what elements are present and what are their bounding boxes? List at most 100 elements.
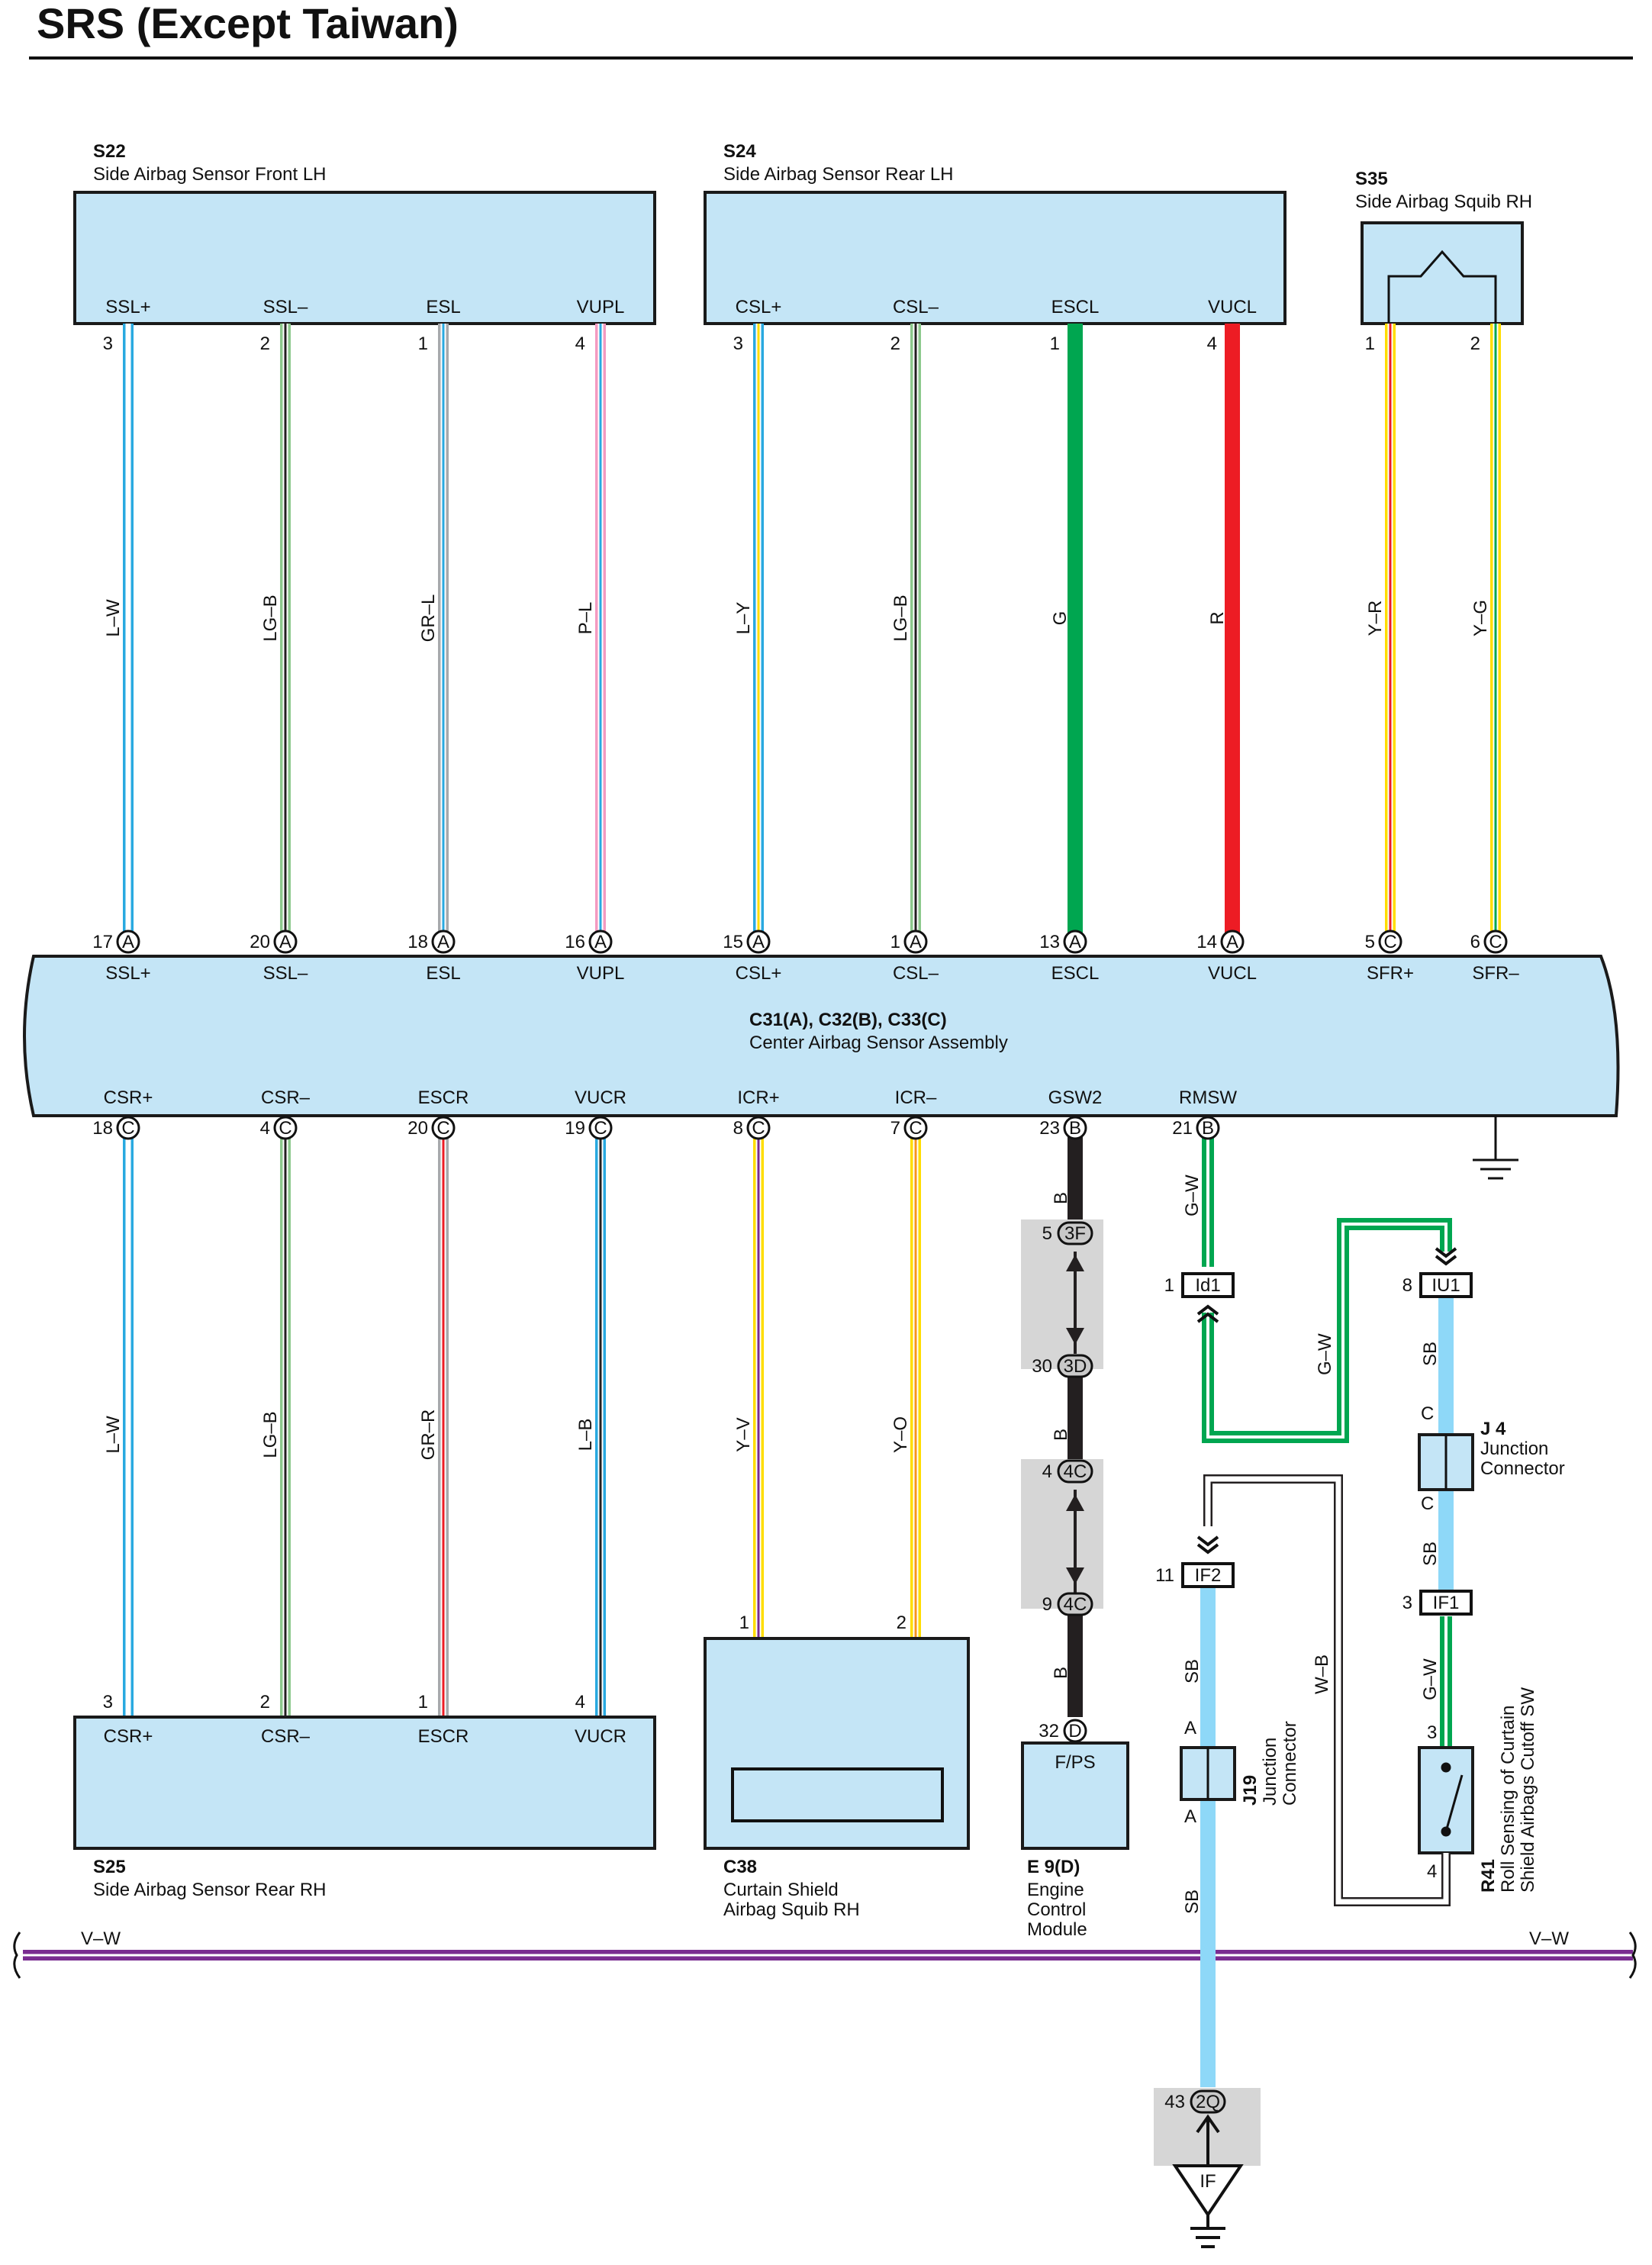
- s22-terminal-3: ESL: [426, 297, 460, 317]
- s24-terminal-4: VUCL: [1208, 297, 1257, 317]
- s22-box: [73, 191, 656, 325]
- c38-code: C38: [723, 1857, 757, 1877]
- center-top-terminal-1-circle: [116, 930, 140, 954]
- center-top-terminal-1-letter: A: [122, 932, 134, 952]
- conn-id1-id: Id1: [1195, 1275, 1220, 1296]
- conn-4c-bottom-pill: [1057, 1592, 1093, 1616]
- s22-pin-3: 1: [418, 333, 428, 354]
- center-top-terminal-8: VUCL: [1208, 963, 1257, 984]
- s22-pin-1: 3: [103, 333, 113, 354]
- center-top-terminal-9-circle: [1378, 930, 1402, 954]
- conn-iu1-pin: 8: [1402, 1275, 1412, 1296]
- center-bottom-terminal-4: VUCR: [575, 1087, 626, 1108]
- s24-pin-1: 3: [733, 333, 743, 354]
- c38-pin-2: 2: [897, 1613, 907, 1633]
- gsw2-wire-label-3: B: [1051, 1667, 1071, 1679]
- s25-box: [73, 1716, 656, 1850]
- e9-terminal-circle: [1063, 1719, 1087, 1743]
- gsw2-wire-label-1: B: [1051, 1192, 1071, 1204]
- j19-name-1: Junction: [1260, 1738, 1280, 1806]
- conn-if2-pin: 11: [1155, 1565, 1174, 1586]
- center-top-terminal-3-circle: [431, 930, 456, 954]
- conn-4c-top-id: 4C: [1064, 1461, 1087, 1482]
- center-top-pin-10: 6: [1470, 932, 1480, 952]
- top-wire-3-label: GR–L: [418, 594, 439, 643]
- s24-terminal-3: ESCL: [1051, 297, 1100, 317]
- center-top-pin-4: 16: [565, 932, 585, 952]
- conn-3d-pill: [1057, 1354, 1093, 1378]
- center-bottom-terminal-7-circle: [1063, 1116, 1087, 1140]
- center-bottom-terminal-3: ESCR: [418, 1087, 469, 1108]
- center-bottom-terminal-1: CSR+: [104, 1087, 153, 1108]
- center-bottom-terminal-6: ICR–: [895, 1087, 937, 1108]
- center-top-terminal-9: SFR+: [1367, 963, 1414, 984]
- vw-label-right: V–W: [1529, 1928, 1569, 1949]
- center-bottom-terminal-4-circle: [588, 1116, 613, 1140]
- s22-terminal-1: SSL+: [105, 297, 150, 317]
- conn-3d-pin: 30: [1032, 1356, 1052, 1377]
- s35-pin-2: 2: [1470, 333, 1480, 354]
- rmsw-wire-label-1: G–W: [1182, 1174, 1203, 1216]
- s22-terminal-2: SSL–: [263, 297, 308, 317]
- r41-pin-bottom: 4: [1427, 1861, 1437, 1882]
- e9-name-2: Control: [1027, 1899, 1086, 1920]
- center-top-terminal-2-circle: [273, 930, 298, 954]
- s25-pin-1: 3: [103, 1692, 113, 1712]
- top-wire-1-label: L–W: [103, 599, 124, 637]
- conn-3d-id: 3D: [1064, 1356, 1087, 1377]
- center-bottom-pin-4: 19: [565, 1118, 585, 1139]
- rmsw-gw-wire: [1202, 1137, 1452, 1443]
- r41-wire-label-sb-2: SB: [1420, 1542, 1441, 1566]
- center-bottom-pin-1: 18: [92, 1118, 113, 1139]
- j19-code: J19: [1240, 1775, 1261, 1806]
- j4-name-2: Connector: [1480, 1458, 1565, 1479]
- bottom-wire-2-label: LG–B: [260, 1411, 281, 1458]
- s24-name: Side Airbag Sensor Rear LH: [723, 164, 954, 185]
- center-bottom-pin-2: 4: [260, 1118, 270, 1139]
- s22-terminal-4: VUPL: [577, 297, 625, 317]
- conn-4c-top-pin: 4: [1042, 1461, 1052, 1482]
- center-top-terminal-1: SSL+: [105, 963, 150, 984]
- center-top-terminal-4: VUPL: [577, 963, 625, 984]
- center-top-terminal-10-circle: [1483, 930, 1508, 954]
- s25-terminal-2: CSR–: [261, 1726, 311, 1747]
- center-top-terminal-3: ESL: [426, 963, 460, 984]
- s22-name: Side Airbag Sensor Front LH: [93, 164, 327, 185]
- conn-3f-id: 3F: [1064, 1223, 1086, 1244]
- page-title: SRS (Except Taiwan): [37, 0, 459, 47]
- e9-pin: 32: [1039, 1721, 1059, 1741]
- r41-switch-symbol: [1441, 1762, 1464, 1837]
- center-top-terminal-5-circle: [746, 930, 771, 954]
- center-bottom-terminal-5: ICR+: [737, 1087, 779, 1108]
- center-bottom-terminal-5-circle: [746, 1116, 771, 1140]
- center-terminal-labels: SSL+17SSL–20ESL18VUPL16CSL+15CSL–1ESCL13…: [92, 932, 1519, 1139]
- center-bottom-terminal-8-letter: B: [1202, 1118, 1214, 1139]
- j4-pin-top: C: [1421, 1403, 1434, 1424]
- e9-terminal-letter: D: [1068, 1721, 1081, 1741]
- center-bottom-pin-3: 20: [407, 1118, 428, 1139]
- rmsw-wire-label-2: G–W: [1315, 1333, 1335, 1375]
- top-wire-6-label: LG–B: [890, 594, 911, 641]
- s22-pin-4: 4: [575, 333, 585, 354]
- s25-terminal-3: ESCR: [418, 1726, 469, 1747]
- center-top-terminal-3-letter: A: [437, 932, 449, 952]
- j19-wire-label-sb-2: SB: [1182, 1890, 1203, 1914]
- bottom-wire-4-label: L–B: [575, 1419, 596, 1451]
- e9-code: E 9(D): [1027, 1857, 1080, 1877]
- c38-name-1: Curtain Shield: [723, 1880, 839, 1900]
- center-top-terminal-10-letter: C: [1489, 932, 1502, 952]
- conn-4c-top-pill: [1057, 1459, 1093, 1484]
- center-top-terminal-8-letter: A: [1226, 932, 1238, 952]
- conn-if1-rect: [1419, 1590, 1473, 1616]
- s25-pin-3: 1: [418, 1692, 428, 1712]
- center-top-terminal-2: SSL–: [263, 963, 308, 984]
- top-wire-8-label: R: [1207, 611, 1228, 624]
- center-top-terminal-10: SFR–: [1472, 963, 1519, 984]
- center-top-terminal-4-letter: A: [594, 932, 607, 952]
- center-bottom-terminal-1-letter: C: [121, 1118, 134, 1139]
- center-sensor-box: [23, 955, 1620, 1117]
